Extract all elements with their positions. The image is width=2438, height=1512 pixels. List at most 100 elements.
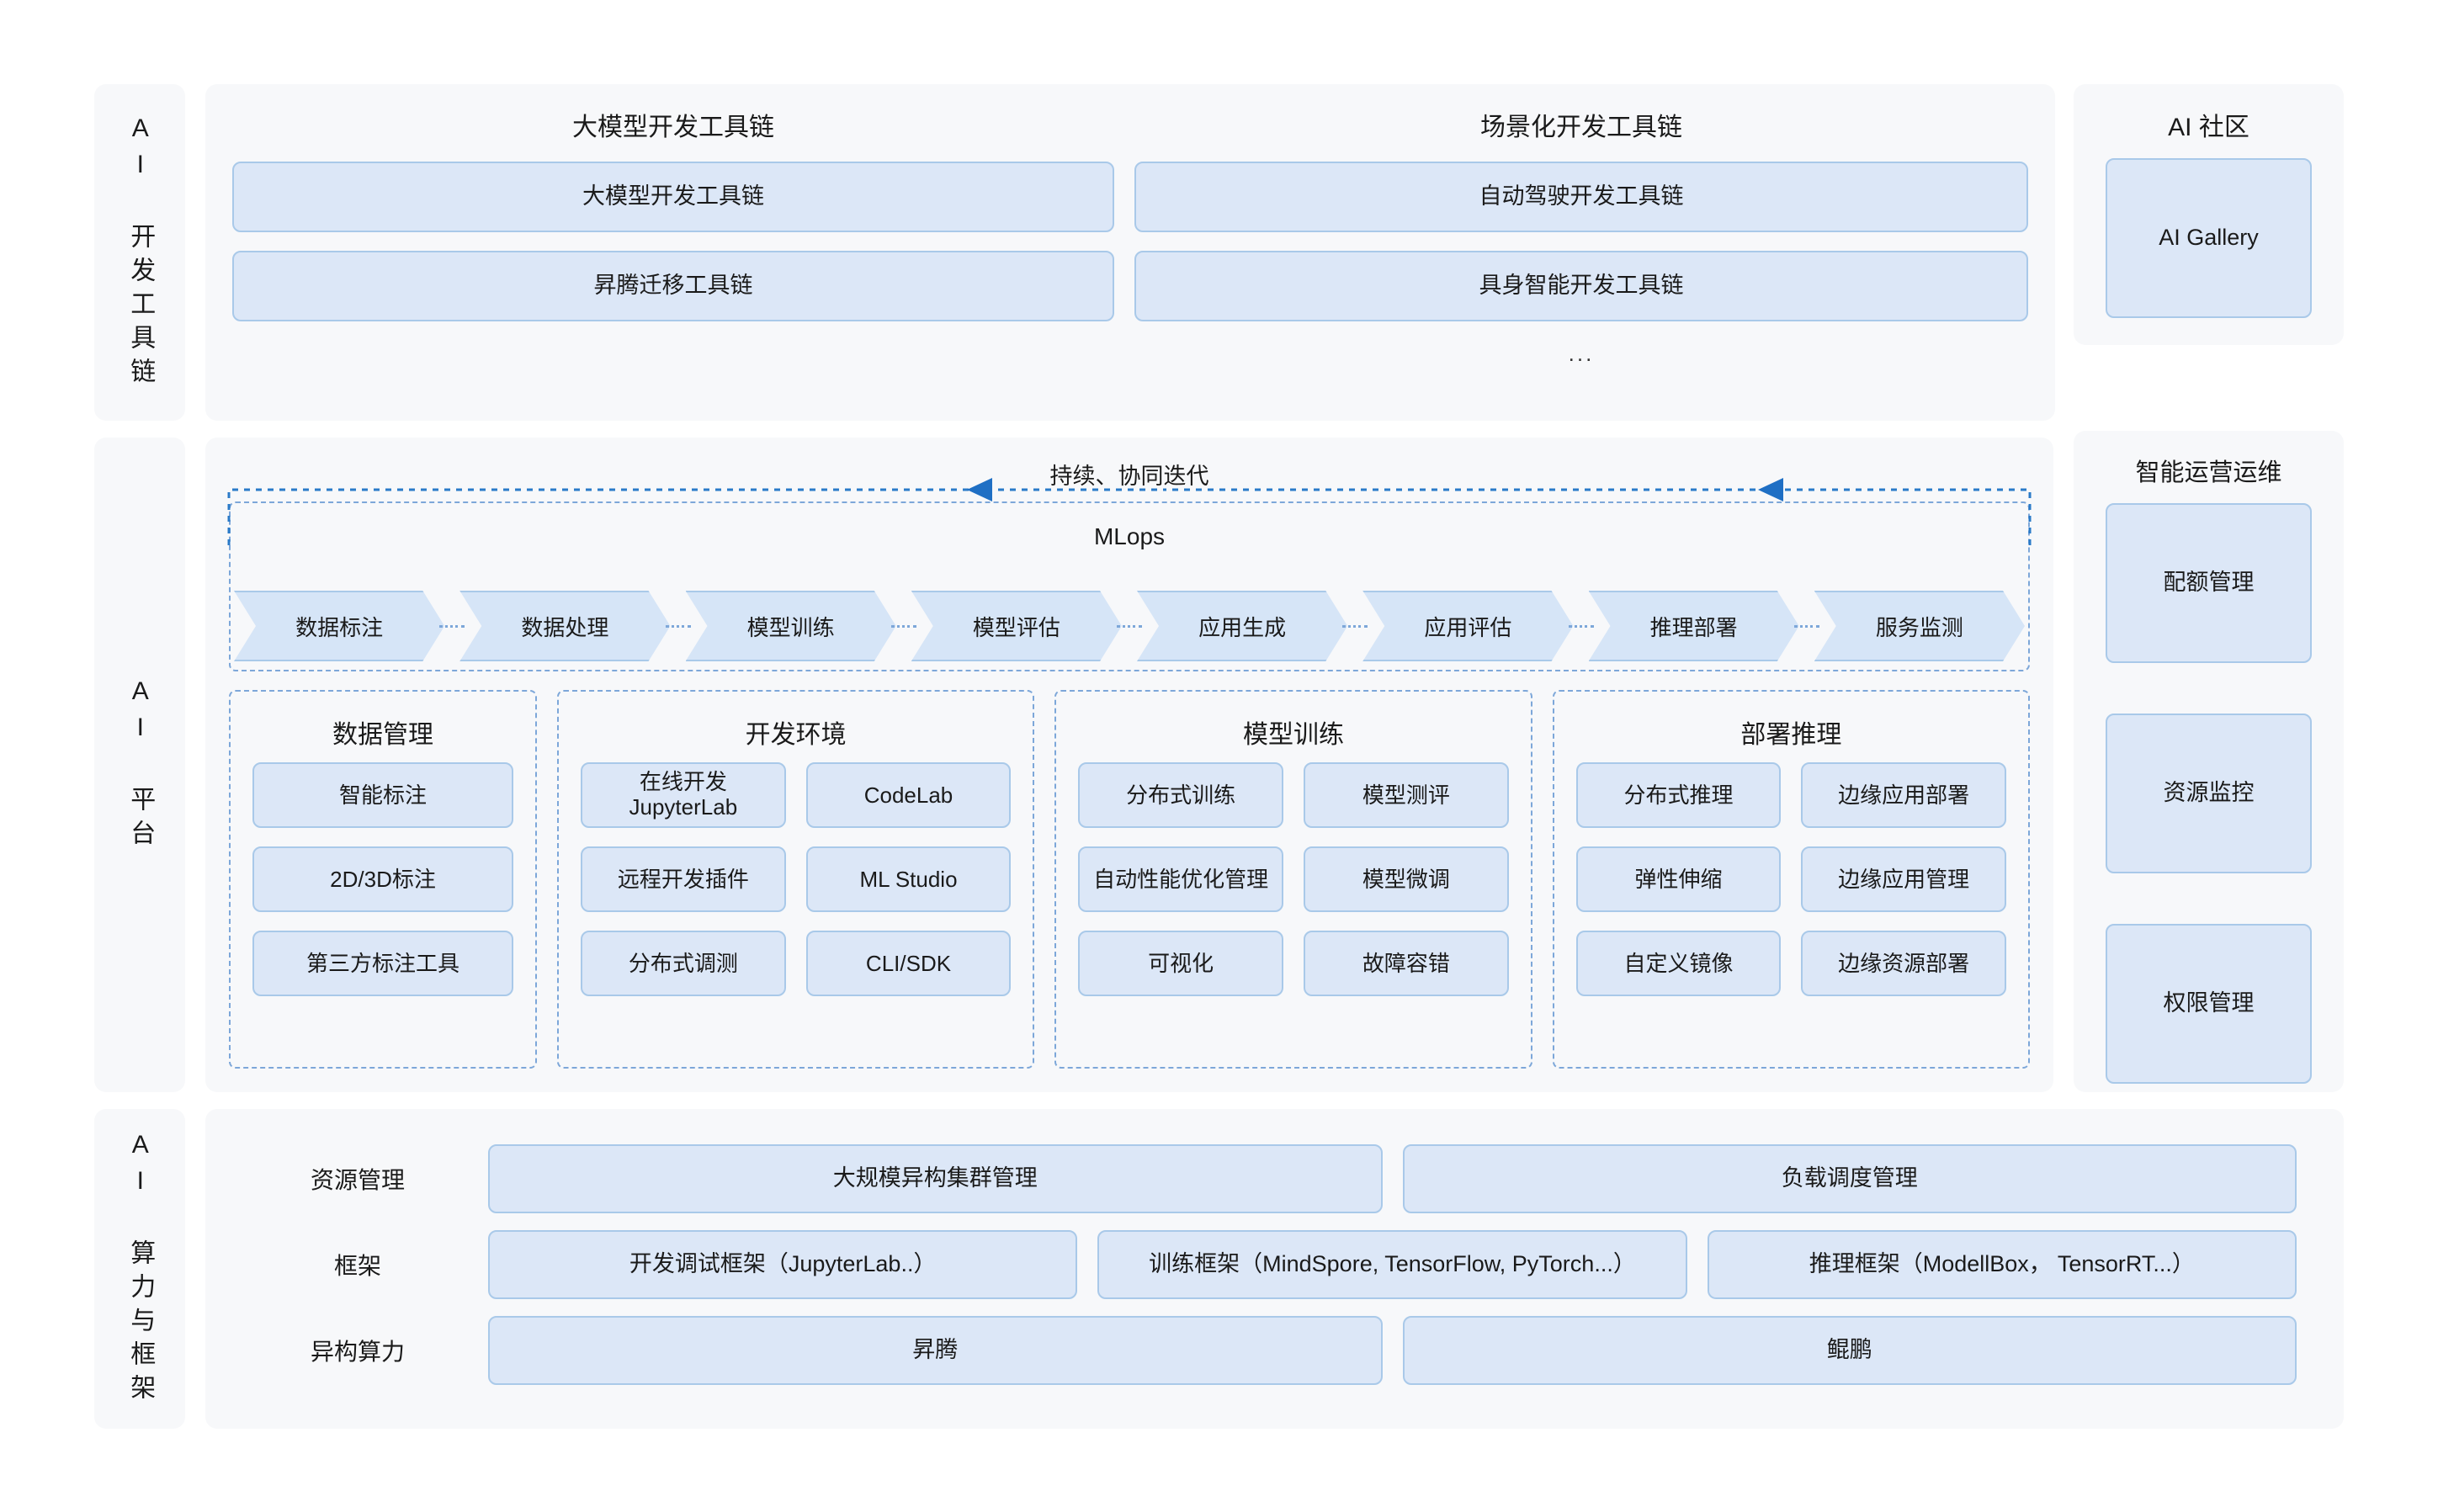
mlops-title: MLops <box>1093 523 1166 549</box>
compute-side-label: AI 算力与框架 <box>94 1109 185 1429</box>
toolchain-side-label: AI 开发工具链 <box>94 84 185 421</box>
platform-subpanel: 模型训练分布式训练自动性能优化管理可视化模型测评模型微调故障容错 <box>1054 690 1532 1069</box>
subpanel-item[interactable]: 模型微调 <box>1304 846 1509 912</box>
pipeline-step[interactable]: 应用评估 <box>1362 591 1573 661</box>
compute-item[interactable]: 昇腾 <box>488 1316 1383 1385</box>
subpanel-item[interactable]: 边缘应用部署 <box>1801 762 2006 828</box>
subpanel-item[interactable]: CLI/SDK <box>805 931 1012 996</box>
ops-title: 智能运营运维 <box>2135 459 2282 486</box>
pipeline-step[interactable]: 数据处理 <box>459 591 670 661</box>
toolchain-item[interactable]: 大模型开发工具链 <box>232 162 1114 232</box>
platform-row: AI 平台 持续、协同迭代 MLops 数据标注数据处理模型训练模型评估应用生成… <box>94 438 2053 1092</box>
ops-item-quota[interactable]: 配额管理 <box>2106 503 2312 663</box>
toolchain-column-title: 场景化开发工具链 <box>1480 114 1682 141</box>
ops-item-permission[interactable]: 权限管理 <box>2106 924 2312 1084</box>
compute-item[interactable]: 推理框架（ModellBox， TensorRT...） <box>1707 1230 2297 1299</box>
compute-row: AI 算力与框架 资源管理 大规模异构集群管理负载调度管理框架 开发调试框架（Jup… <box>94 1109 2344 1429</box>
subpanel-title: 开发环境 <box>745 721 847 749</box>
subpanel-item[interactable]: ML Studio <box>805 846 1012 912</box>
subpanel-item[interactable]: 弹性伸缩 <box>1575 846 1782 912</box>
toolchain-item[interactable]: 昇腾迁移工具链 <box>232 251 1114 321</box>
ai-community-panel: AI 社区 AI Gallery <box>2074 84 2344 345</box>
subpanel-item[interactable]: 边缘资源部署 <box>1801 931 2006 996</box>
compute-row-items: 大规模异构集群管理负载调度管理 <box>488 1144 2297 1213</box>
pipeline-connector <box>1568 625 1594 628</box>
subpanel-title: 数据管理 <box>332 721 433 749</box>
subpanel-column: 边缘应用部署边缘应用管理边缘资源部署 <box>1801 762 2006 996</box>
pipeline-connector <box>1117 625 1142 628</box>
pipeline-step[interactable]: 应用生成 <box>1137 591 1347 661</box>
ops-panel: 智能运营运维 配额管理 资源监控 权限管理 <box>2074 431 2344 1092</box>
subpanel-item[interactable]: 可视化 <box>1078 931 1283 996</box>
subpanel-column: 分布式训练自动性能优化管理可视化 <box>1078 762 1283 996</box>
pipeline-step[interactable]: 模型训练 <box>686 591 896 661</box>
compute-row-label: 资源管理 <box>310 1167 405 1193</box>
subpanel-item[interactable]: 故障容错 <box>1304 931 1509 996</box>
subpanel-columns: 智能标注 2D/3D标注第三方标注工具 <box>231 762 535 996</box>
toolchain-column-title: 大模型开发工具链 <box>572 114 774 141</box>
compute-row-label: 框架 <box>333 1253 381 1279</box>
compute-row-line: 框架 开发调试框架（JupyterLab..） 训练框架（MindSpore, Te… <box>205 1230 2344 1299</box>
subpanel-item[interactable]: 模型测评 <box>1304 762 1509 828</box>
platform-side-label: AI 平台 <box>94 438 185 1092</box>
ai-gallery-card[interactable]: AI Gallery <box>2106 158 2312 318</box>
toolchain-row: AI 开发工具链 大模型开发工具链 大模型开发工具链 昇腾迁移工具链 场景化开发… <box>94 84 2344 421</box>
ops-item-resource-monitor[interactable]: 资源监控 <box>2106 714 2312 873</box>
pipeline-connector <box>890 625 916 628</box>
compute-item[interactable]: 开发调试框架（JupyterLab..） <box>488 1230 1078 1299</box>
toolchain-panel: 大模型开发工具链 大模型开发工具链 昇腾迁移工具链 场景化开发工具链 自动驾驶开… <box>205 84 2055 421</box>
compute-row-label: 异构算力 <box>310 1339 405 1365</box>
subpanel-item[interactable]: 自动性能优化管理 <box>1078 846 1283 912</box>
compute-row-line: 异构算力 昇腾鲲鹏 <box>205 1316 2344 1385</box>
subpanel-column: 分布式推理弹性伸缩自定义镜像 <box>1575 762 1782 996</box>
pipeline-step[interactable]: 模型评估 <box>911 591 1122 661</box>
iteration-label: 持续、协同迭代 <box>1049 464 1209 489</box>
platform-panel: 持续、协同迭代 MLops 数据标注数据处理模型训练模型评估应用生成应用评估推理… <box>205 438 2053 1092</box>
pipeline-step[interactable]: 服务监测 <box>1814 591 2025 661</box>
subpanel-item[interactable]: 2D/3D标注 <box>252 846 514 912</box>
toolchain-column-large-model: 大模型开发工具链 大模型开发工具链 昇腾迁移工具链 <box>232 106 1114 340</box>
subpanel-title: 部署推理 <box>1740 721 1842 749</box>
subpanel-item[interactable]: CodeLab <box>805 762 1012 828</box>
compute-row-items: 昇腾鲲鹏 <box>488 1316 2297 1385</box>
subpanel-item[interactable]: 分布式推理 <box>1575 762 1782 828</box>
subpanel-title: 模型训练 <box>1243 721 1344 749</box>
subpanel-item[interactable]: 智能标注 <box>252 762 514 828</box>
toolchain-ellipsis: ... <box>1568 341 1595 366</box>
compute-row-line: 资源管理 大规模异构集群管理负载调度管理 <box>205 1144 2344 1213</box>
subpanel-item[interactable]: 第三方标注工具 <box>252 931 514 996</box>
compute-item[interactable]: 负载调度管理 <box>1402 1144 2297 1213</box>
subpanel-columns: 分布式训练自动性能优化管理可视化模型测评模型微调故障容错 <box>1056 762 1530 996</box>
compute-item[interactable]: 训练框架（MindSpore, TensorFlow, PyTorch...） <box>1097 1230 1687 1299</box>
subpanel-column: 智能标注 2D/3D标注第三方标注工具 <box>252 762 514 996</box>
pipeline-connector <box>665 625 691 628</box>
pipeline-connector <box>1342 625 1368 628</box>
toolchain-item[interactable]: 自动驾驶开发工具链 <box>1134 162 2028 232</box>
platform-subpanel: 数据管理智能标注 2D/3D标注第三方标注工具 <box>229 690 538 1069</box>
pipeline-step[interactable]: 数据标注 <box>234 591 444 661</box>
pipeline-step[interactable]: 推理部署 <box>1589 591 1799 661</box>
subpanel-columns: 分布式推理弹性伸缩自定义镜像边缘应用部署边缘应用管理边缘资源部署 <box>1554 762 2028 996</box>
subpanel-item[interactable]: 自定义镜像 <box>1575 931 1782 996</box>
toolchain-column-scenario: 场景化开发工具链 自动驾驶开发工具链 具身智能开发工具链 <box>1134 106 2028 340</box>
subpanel-item[interactable]: 远程开发插件 <box>581 846 786 912</box>
compute-item[interactable]: 鲲鹏 <box>1402 1316 2297 1385</box>
compute-panel: 资源管理 大规模异构集群管理负载调度管理框架 开发调试框架（JupyterLab..… <box>205 1109 2344 1429</box>
compute-row-items: 开发调试框架（JupyterLab..） 训练框架（MindSpore, Tens… <box>488 1230 2297 1299</box>
subpanel-item[interactable]: 分布式调测 <box>581 931 786 996</box>
platform-subpanel: 部署推理分布式推理弹性伸缩自定义镜像边缘应用部署边缘应用管理边缘资源部署 <box>1552 690 2030 1069</box>
pipeline-connector <box>439 625 465 628</box>
toolchain-item[interactable]: 具身智能开发工具链 <box>1134 251 2028 321</box>
mlops-pipeline: 数据标注数据处理模型训练模型评估应用生成应用评估推理部署服务监测 <box>234 591 2025 661</box>
subpanel-item[interactable]: 边缘应用管理 <box>1801 846 2006 912</box>
pipeline-connector <box>1793 625 1819 628</box>
subpanel-item[interactable]: 分布式训练 <box>1078 762 1283 828</box>
compute-item[interactable]: 大规模异构集群管理 <box>488 1144 1383 1213</box>
